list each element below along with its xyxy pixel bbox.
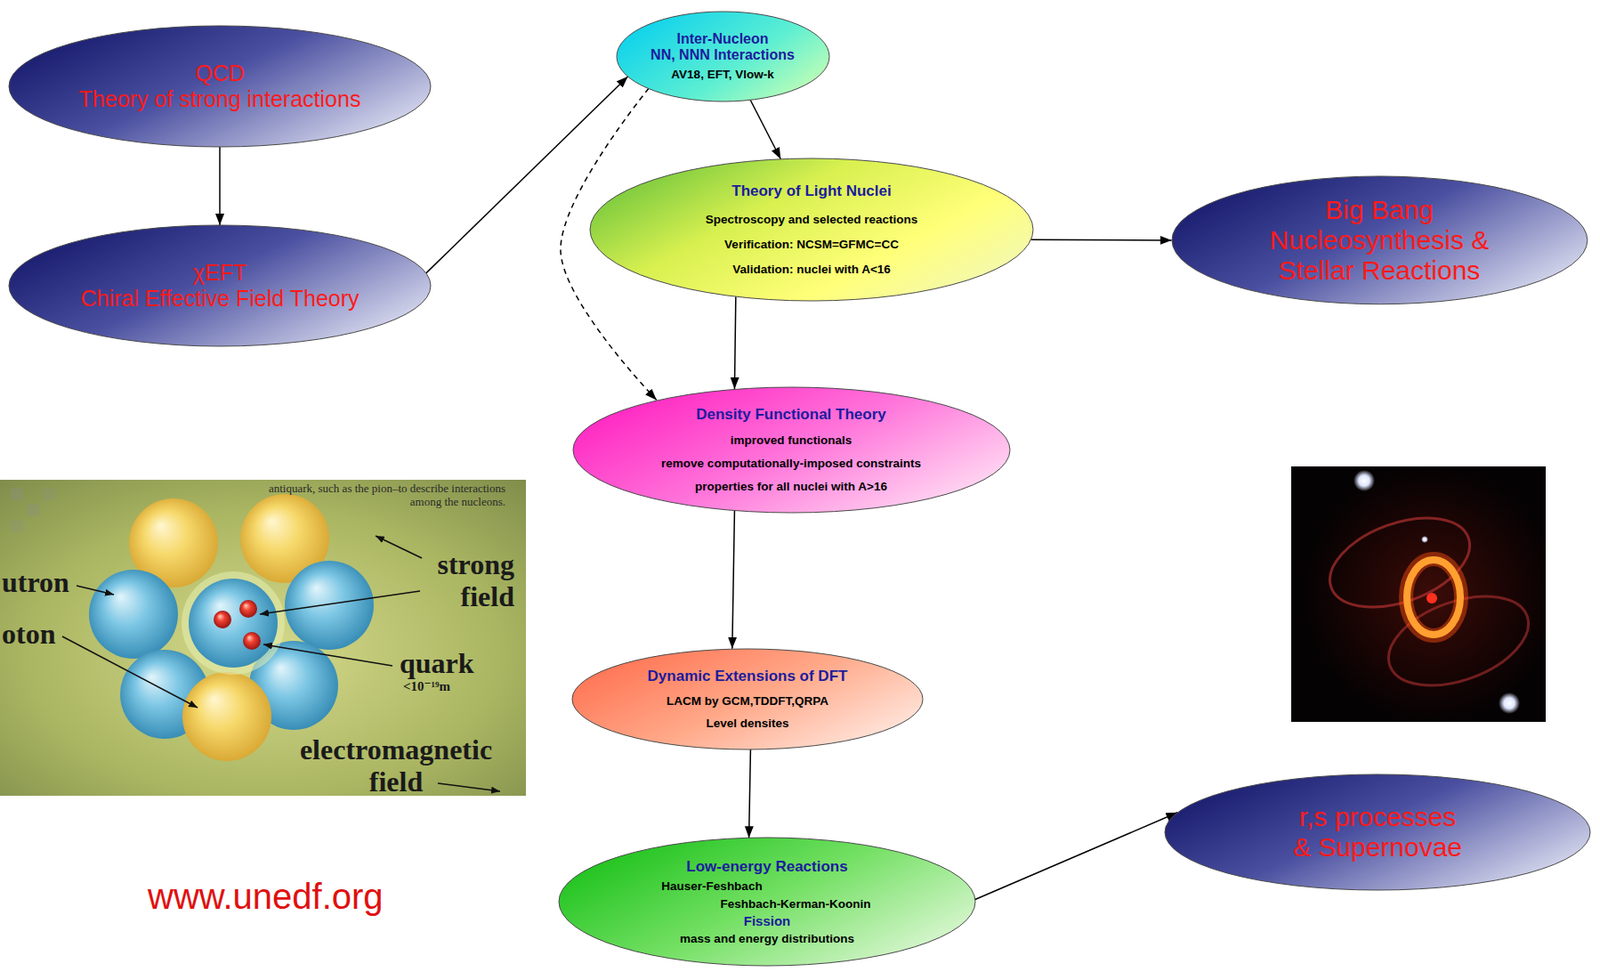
neutron-sphere <box>188 578 278 668</box>
star <box>1353 469 1375 492</box>
node-text: Level densites <box>705 716 789 731</box>
pixel-square <box>10 519 24 533</box>
leader-arrow <box>259 590 421 615</box>
pixel-square <box>26 503 40 517</box>
leader-arrow <box>437 783 501 792</box>
node-heading: Fission <box>743 913 792 930</box>
node-heading: Low-energy Reactions <box>686 857 848 876</box>
flow-arrow <box>1031 238 1172 241</box>
caption-fragment: antiquark, such as the pion–to describe … <box>266 481 506 509</box>
image-ground <box>1291 466 1546 722</box>
node-heading: NN, NNN Interactions <box>650 47 795 64</box>
quark-dot <box>213 610 232 629</box>
node-heading: Theory of Light Nuclei <box>731 182 891 201</box>
quark-dot <box>242 631 261 650</box>
star <box>1421 535 1429 543</box>
leader-arrow <box>263 644 393 666</box>
pixel-square <box>42 487 56 501</box>
ellipse-shape <box>573 387 1011 513</box>
ellipse-outline <box>589 157 1035 302</box>
pixel-square <box>10 487 24 501</box>
ellipse-shape <box>8 225 431 347</box>
flow-arrow <box>218 146 221 226</box>
flow-arrow <box>734 296 736 389</box>
proton-sphere <box>182 671 272 761</box>
node-text: Feshbach-Kerman-Koonin <box>720 896 872 912</box>
ellipse-shape <box>8 25 431 147</box>
theory-ellipse: Theory of Light NucleiSpectroscopy and s… <box>589 157 1035 302</box>
node-text: properties for all nuclei with A>16 <box>694 479 888 494</box>
remnant-dot <box>1426 592 1438 604</box>
node-text: r,s processes & Supernovae <box>1289 801 1466 863</box>
part-label: utron <box>1 565 70 598</box>
ellipse-shape <box>589 158 1034 301</box>
flow-arrow <box>975 812 1179 900</box>
node-text: mass and energy distributions <box>679 931 855 946</box>
neutron-sphere <box>88 569 178 659</box>
node-text: Verification: NCSM=GFMC=CC <box>724 237 899 252</box>
ellipse-shape <box>616 11 830 102</box>
ellipse-shape <box>1171 176 1588 305</box>
ring-glow <box>1406 558 1462 636</box>
application-ellipse: r,s processes & Supernovae <box>1163 773 1592 891</box>
flow-arrow <box>732 509 736 649</box>
node-text: Big Bang Nucleosynthesis & Stellar React… <box>1254 194 1504 286</box>
part-label: electromagnetic field <box>275 733 517 798</box>
website-url: www.unedf.org <box>147 875 384 917</box>
leader-arrow <box>62 636 198 708</box>
node-text: improved functionals <box>730 433 853 448</box>
node-text: Hauser-Feshbach <box>661 879 762 894</box>
theory-ellipse: QCDTheory of strong interactions <box>8 24 432 148</box>
ellipse-outline <box>572 386 1011 514</box>
dimension-label: <10⁻¹⁹m <box>403 678 451 695</box>
nucleon-halo <box>181 571 285 675</box>
part-label: quark <box>399 646 475 679</box>
star <box>1498 692 1520 714</box>
method-ellipse: Low-energy ReactionsHauser-FeshbachFeshb… <box>557 836 977 967</box>
node-heading: Dynamic Extensions of DFT <box>647 667 849 686</box>
theory-ellipse: χEFTChiral Effective Field Theory <box>8 224 432 348</box>
flow-arrow <box>749 748 752 838</box>
node-text: Chiral Effective Field Theory <box>80 285 359 312</box>
part-label: oton <box>1 617 56 650</box>
node-text: Spectroscopy and selected reactions <box>705 212 919 227</box>
node-text: QCD <box>194 60 245 87</box>
node-text: χEFT <box>193 259 247 286</box>
supernova-image <box>1291 466 1546 722</box>
node-text: Validation: nuclei with A<16 <box>732 262 891 277</box>
node-heading: Density Functional Theory <box>695 405 886 424</box>
ellipse-shape <box>1164 774 1591 890</box>
ellipse-shape <box>572 648 923 750</box>
inner-ring <box>1406 559 1461 635</box>
ellipse-shape <box>558 837 976 966</box>
leader-arrow <box>375 535 422 558</box>
interaction-ellipse: Inter-NucleonNN, NNN InteractionsAV18, E… <box>615 10 831 103</box>
node-text: AV18, EFT, Vlow-k <box>670 67 774 82</box>
quark-dot <box>239 599 258 618</box>
method-ellipse: Dynamic Extensions of DFT LACM by GCM,TDD… <box>571 647 924 751</box>
node-heading: Inter-Nucleon <box>676 31 768 48</box>
application-ellipse: Big Bang Nucleosynthesis & Stellar React… <box>1171 175 1589 306</box>
leader-arrow <box>76 585 114 595</box>
node-text: Theory of strong interactions <box>79 86 362 113</box>
node-text: LACM by GCM,TDDFT,QRPA <box>666 694 829 709</box>
neutron-sphere <box>284 560 374 650</box>
method-ellipse: Density Functional Theory improved functi… <box>572 386 1011 514</box>
node-text: remove computationally-imposed constrain… <box>661 456 922 471</box>
flow-arrow <box>750 99 781 160</box>
part-label: strong field <box>418 548 515 613</box>
